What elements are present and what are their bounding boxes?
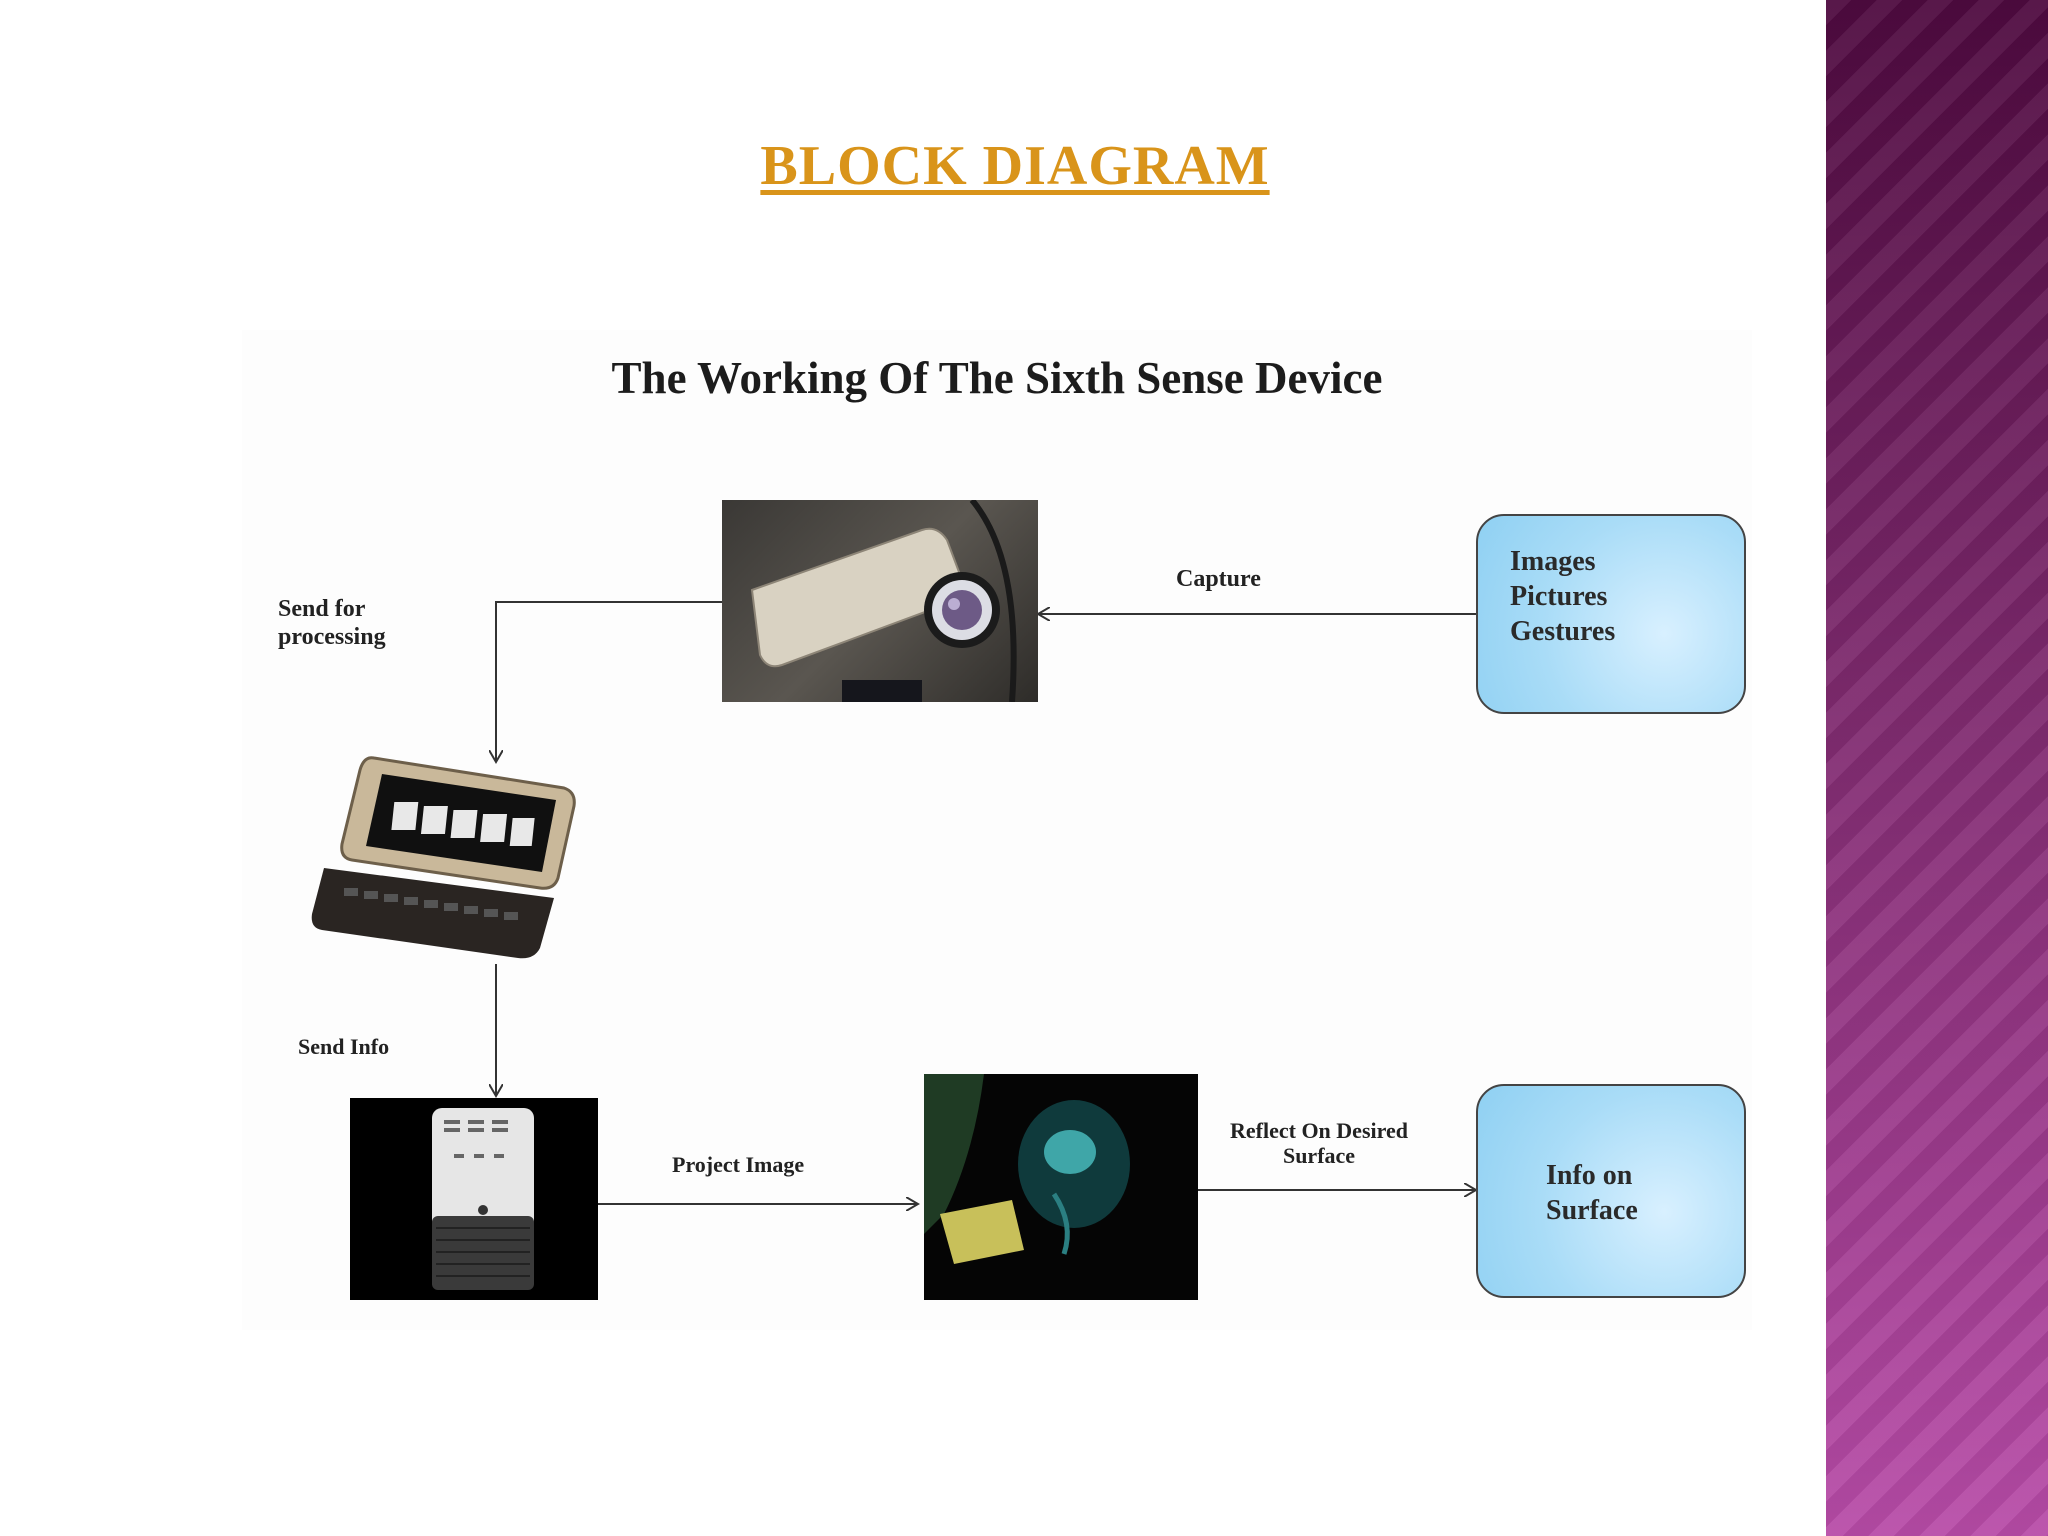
input-box-line: Pictures [1510, 581, 1608, 612]
project-image-label: Project Image [672, 1152, 805, 1177]
send-for-processing-arrow [496, 601, 722, 762]
output-box: Info on Surface [1476, 1084, 1746, 1298]
projected-surface-image [924, 1074, 1198, 1300]
input-box-line: Gestures [1510, 616, 1616, 647]
slide-title: BLOCK DIAGRAM [760, 135, 1270, 197]
camera-image [722, 500, 1038, 702]
output-box-line: Surface [1546, 1195, 1638, 1226]
projector-image [350, 1098, 598, 1300]
diagram-arrows [242, 601, 1752, 1330]
send-for-processing-label: Send for processing [278, 596, 386, 650]
block-diagram-figure: The Working Of The Sixth Sense Device [242, 330, 1752, 1330]
decorative-side-panel [1826, 0, 2048, 1536]
input-box-line: Images [1510, 546, 1596, 577]
figure-title: The Working Of The Sixth Sense Device [611, 353, 1383, 403]
output-box-line: Info on [1546, 1160, 1633, 1191]
reflect-label: Reflect On Desired Surface [1230, 1118, 1408, 1169]
capture-label: Capture [1176, 566, 1261, 592]
mobile-phone-image [304, 748, 598, 964]
input-box: Images Pictures Gestures [1476, 514, 1746, 714]
send-info-label: Send Info [298, 1034, 390, 1059]
